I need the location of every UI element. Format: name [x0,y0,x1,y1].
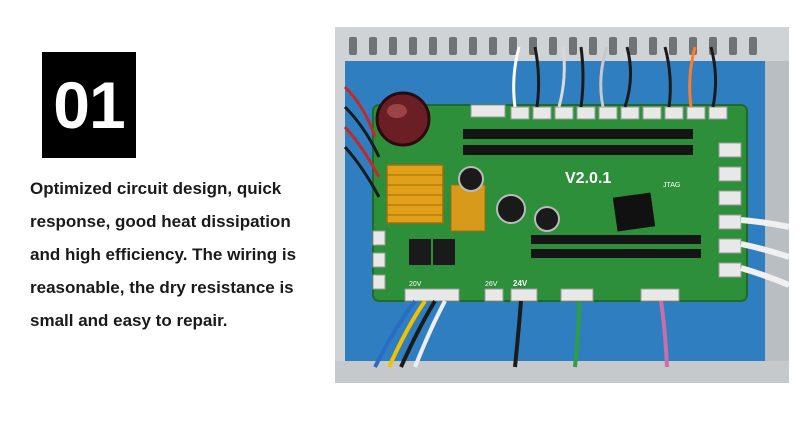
feature-description: Optimized circuit design, quick response… [30,179,297,330]
jtag-label: JTAG [663,182,680,189]
circuit-board-photo: V2.0.1 JTAG 20V 26 [335,27,789,383]
heatsink [386,164,486,232]
right-cables [740,217,789,288]
v20-label: 20V [409,281,422,288]
top-wires [512,46,718,108]
vent-slots [349,37,757,55]
v26-label: 26V [485,281,498,288]
left-wires [343,85,381,198]
board-version-label: V2.0.1 [565,170,611,187]
v24-label: 24V [513,279,528,288]
step-number: 01 [53,68,125,142]
step-number-badge: 01 [42,52,136,158]
microcontroller [612,192,656,232]
bottom-cables [373,299,669,368]
circuit-board-illustration: V2.0.1 JTAG 20V 26 [335,27,789,383]
right-connectors [718,142,742,278]
ic-rows [463,129,701,258]
bottom-connectors [404,288,680,302]
left-connectors [372,230,386,290]
capacitor-large [375,91,431,147]
top-connectors [470,104,728,120]
